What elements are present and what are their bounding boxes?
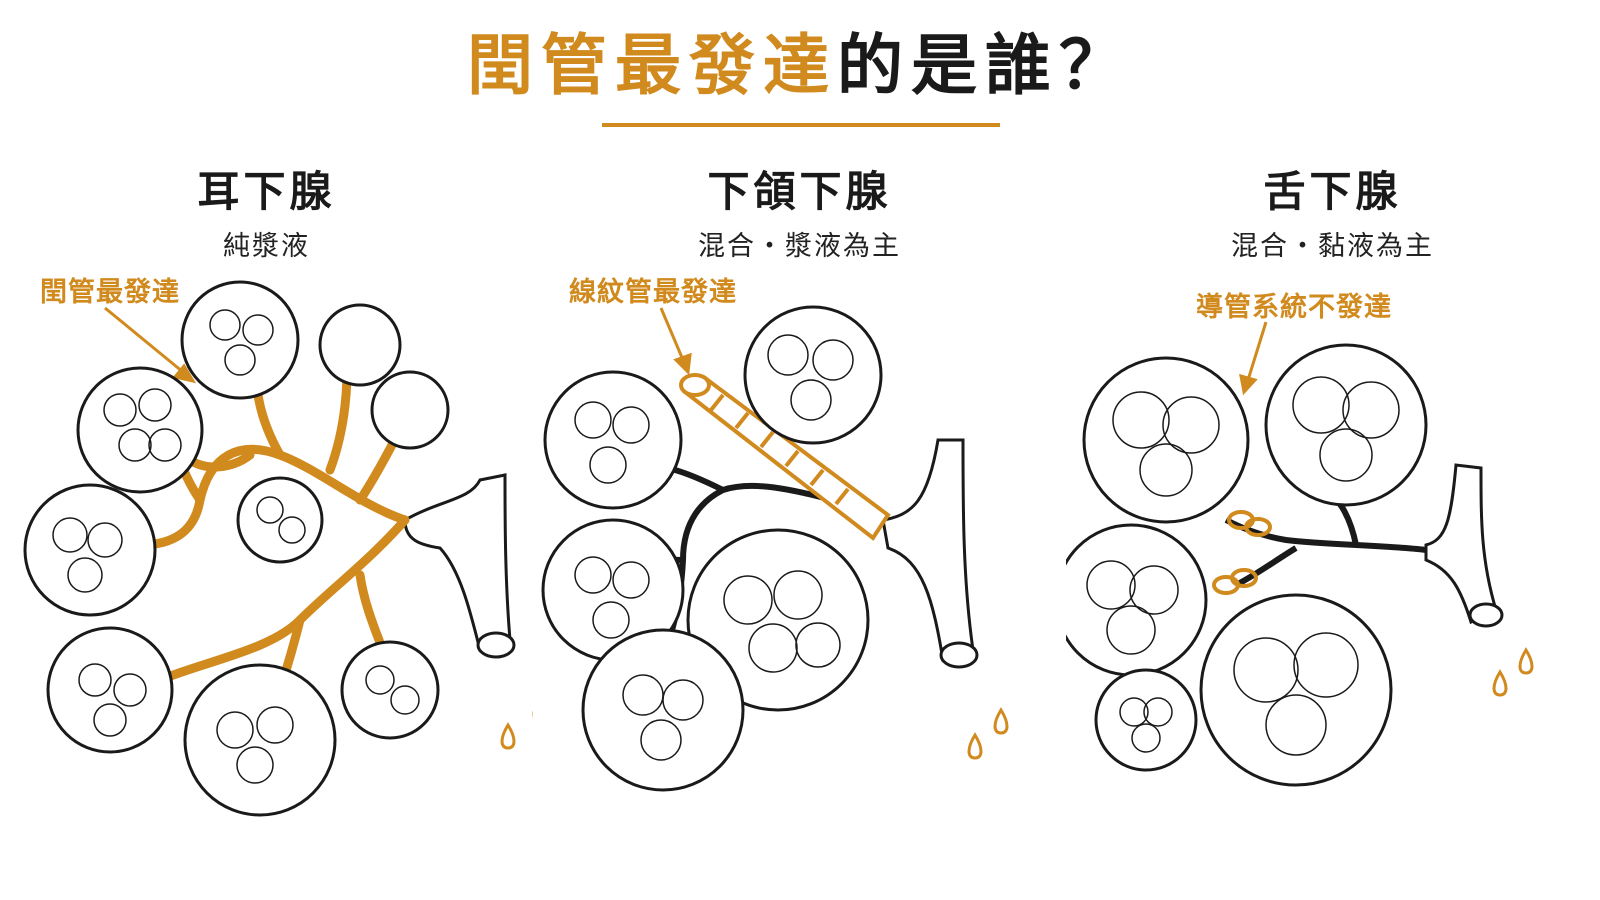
callout-label: 閏管最發達 [40,277,180,308]
main-duct [881,438,979,669]
gland-subtitle: 混合・黏液為主 [1231,231,1434,262]
saliva-drops [500,710,533,750]
title-highlight: 閏管最發達 [467,27,837,104]
title-underline [602,123,1000,127]
striated-duct [679,373,891,541]
main-duct [403,473,516,659]
panel-parotid: 耳下腺 純漿液 閏管最發達 [0,0,533,900]
small-ducts [1224,487,1427,588]
acini-cells [1086,376,1400,756]
saliva-drops [1492,647,1534,697]
gland-name: 下頜下腺 [707,167,892,216]
gland-name: 舌下腺 [1263,167,1402,216]
parotid-illustration [23,280,533,817]
sublingual-illustration [1066,321,1534,787]
saliva-drops [967,707,1009,760]
callout-arrow [104,306,197,384]
gland-subtitle: 混合・漿液為主 [698,231,901,262]
acini-clusters [541,305,883,792]
page-title: 閏管最發達的是誰？ [0,26,1600,106]
panel-sublingual: 舌下腺 混合・黏液為主 導管系統不發達 [1066,0,1599,900]
acini-clusters [23,280,450,817]
panel-submandibular: 下頜下腺 混合・漿液為主 線紋管最發達 [533,0,1066,900]
callout-arrow [1239,321,1268,396]
callout-label: 線紋管最發達 [569,277,737,308]
gland-subtitle: 純漿液 [223,231,310,262]
callout-label: 導管系統不發達 [1196,292,1392,323]
gland-name: 耳下腺 [197,167,336,216]
callout-arrow [659,307,692,376]
submandibular-illustration [541,305,1009,792]
acini-cells [574,334,854,761]
duct-rings [1212,510,1272,595]
acini-cells [52,309,420,784]
acini-clusters [1066,343,1428,787]
title-rest: 的是誰？ [837,27,1133,104]
main-duct [1424,463,1504,628]
